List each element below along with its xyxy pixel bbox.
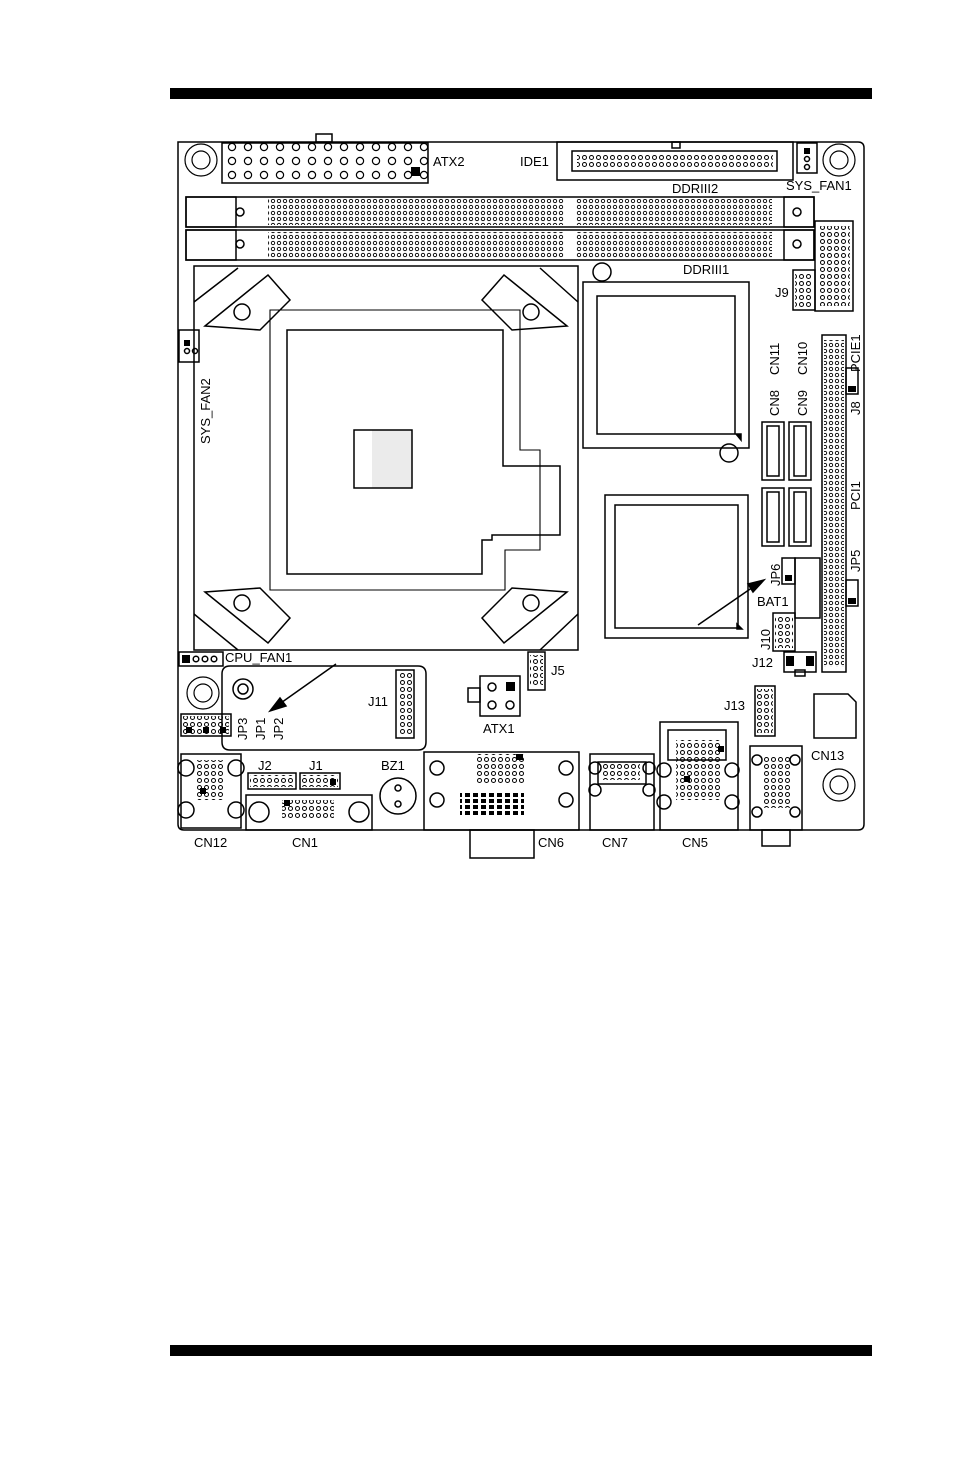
jp3-jumper-block [180, 713, 232, 737]
j12-connector [783, 651, 817, 677]
sys-fan2-header [178, 329, 200, 363]
mounting-hole [184, 143, 218, 177]
label-j5: J5 [551, 663, 565, 678]
label-jp2: JP2 [271, 718, 286, 740]
cn10-sata [788, 421, 812, 481]
arrow-to-jumpers [267, 663, 337, 713]
bat1-holder [794, 557, 821, 619]
label-j1: J1 [309, 758, 323, 773]
label-j13: J13 [724, 698, 745, 713]
j9-header [792, 269, 816, 311]
label-j12: J12 [752, 655, 773, 670]
cn11-sata [761, 421, 785, 481]
j2-header [247, 772, 297, 790]
arrow-to-jp6 [697, 578, 767, 626]
label-cn10: CN10 [795, 342, 810, 375]
label-bz1: BZ1 [381, 758, 405, 773]
label-j11: J11 [368, 694, 388, 709]
sys-fan1-header [796, 142, 818, 174]
cn8-sata [761, 487, 785, 547]
cn6-display-port [423, 751, 580, 859]
label-ide1: IDE1 [520, 154, 549, 169]
label-sys-fan2: SYS_FAN2 [198, 378, 213, 444]
pcie1-slot [814, 220, 854, 312]
cn9-sata [788, 487, 812, 547]
j5-header [527, 651, 546, 691]
label-cn1: CN1 [292, 835, 318, 850]
label-atx2: ATX2 [433, 154, 465, 169]
label-jp5: JP5 [848, 550, 863, 572]
label-sys-fan1: SYS_FAN1 [786, 178, 852, 193]
cpu-fan1-header [178, 651, 224, 667]
cn12-connector [177, 753, 245, 829]
label-j9: J9 [775, 285, 789, 300]
bios-chip [813, 693, 857, 739]
pci1-slot [821, 334, 847, 673]
label-cn13: CN13 [811, 748, 844, 763]
label-cpu-fan1: CPU_FAN1 [225, 650, 292, 665]
jp6-jumper [781, 557, 796, 585]
atx2-connector [221, 142, 429, 184]
label-pci1: PCI1 [848, 481, 863, 510]
cn5-lan-port [656, 721, 740, 831]
footer-rule [170, 1345, 872, 1356]
header-rule [170, 88, 872, 99]
label-ddr3-2: DDRIII2 [672, 181, 718, 196]
label-pcie1: PCIE1 [848, 334, 863, 372]
jp5-jumper [845, 579, 859, 607]
j10-header [772, 612, 796, 652]
label-j8: J8 [848, 401, 863, 415]
label-jp6: JP6 [768, 564, 783, 586]
label-cn12: CN12 [194, 835, 227, 850]
cn7-connector [588, 753, 656, 831]
j8-jumper [845, 367, 859, 395]
label-j10: J10 [758, 629, 773, 650]
atx1-connector [467, 675, 521, 717]
ide1-connector [556, 141, 794, 181]
mounting-hole [822, 768, 856, 802]
ddr3-slot-2 [185, 196, 815, 228]
cpu-socket [193, 265, 579, 651]
j13-header [754, 685, 776, 737]
jumper-region-outline [221, 665, 427, 751]
ddr3-slot-1 [185, 229, 815, 261]
label-jp3: JP3 [235, 718, 250, 740]
label-cn8: CN8 [767, 390, 782, 416]
label-j2: J2 [258, 758, 272, 773]
j11-header [395, 669, 415, 739]
cn13-audio-jack [749, 745, 803, 847]
chipset-1 [582, 262, 750, 463]
label-ddr3-1: DDRIII1 [683, 262, 729, 277]
bz1-buzzer [379, 777, 417, 815]
label-bat1: BAT1 [757, 594, 789, 609]
label-cn11: CN11 [767, 343, 782, 375]
board-outline [177, 141, 865, 831]
mounting-hole [822, 143, 856, 177]
label-cn6: CN6 [538, 835, 564, 850]
label-atx1: ATX1 [483, 721, 515, 736]
label-cn7: CN7 [602, 835, 628, 850]
j1-header [299, 772, 341, 790]
cn1-serial-port [245, 794, 373, 831]
label-cn5: CN5 [682, 835, 708, 850]
label-cn9: CN9 [795, 390, 810, 416]
chipset-2 [604, 494, 749, 639]
mounting-hole [186, 676, 220, 710]
label-jp1: JP1 [253, 718, 268, 740]
